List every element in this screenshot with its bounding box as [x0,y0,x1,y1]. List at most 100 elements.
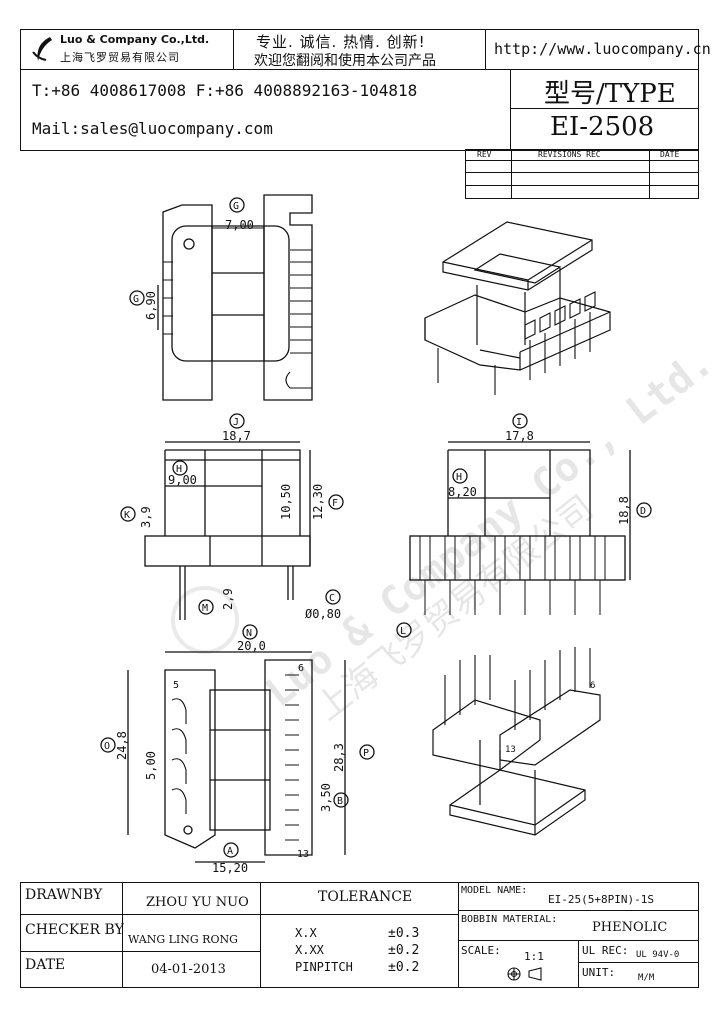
rev-row-line-1 [465,160,699,161]
header-divider-v2 [485,29,486,70]
front-view-right [409,449,626,615]
marker-h: H [176,464,182,475]
mail-address: Mail:sales@luocompany.com [32,119,273,138]
dim-g-side: 6,90 [144,291,158,320]
iso-view-bottom [432,647,601,836]
tol-row-1-key: X.X [295,926,317,940]
dim-n: 20,0 [237,639,266,653]
footer-divider-h2 [20,951,260,952]
company-logo-icon [32,37,52,61]
dim-b: 3,50 [319,783,333,812]
bobbin-value: PHENOLIC [592,920,668,935]
header-divider-h2 [510,108,699,109]
title-block-header [20,29,699,151]
header-divider-h1 [20,69,699,70]
footer-divider-v2 [260,882,261,988]
checker-label: CHECKER BY [25,922,124,938]
marker-n: N [246,628,252,639]
pin-label-13-iso: 13 [505,745,516,755]
tol-row-2-value: ±0.2 [388,943,420,958]
marker-i: I [516,417,522,428]
dim-e-a: 10,50 [279,484,293,520]
rev-row-line-2 [465,172,699,173]
revisions-table [465,149,699,199]
dim-p: 28,3 [332,743,346,772]
rev-col-line-2 [649,149,650,199]
marker-k: K [124,510,130,521]
footer-divider-v1 [122,882,123,988]
company-name-cn: 上海飞罗贸易有限公司 [60,51,180,64]
ul-value: UL 94V-0 [636,950,680,960]
marker-p: P [363,748,369,759]
top-view [162,194,313,401]
tol-row-3-value: ±0.2 [388,960,420,975]
dim-g-top: 7,00 [225,218,254,232]
pin-label-6-iso: 6 [590,681,595,691]
tol-row-1-value: ±0.3 [388,926,420,941]
dim-a: 15,20 [212,861,248,875]
technical-drawing: Luo & Company Co., Ltd. 上海飞罗贸易有限公司 G 7,0… [100,194,720,875]
pin-label-6: 6 [298,663,304,674]
scale-value: 1:1 [524,950,544,963]
iso-view-top [424,221,611,395]
dim-f: 12,30 [311,484,325,520]
unit-label: UNIT: [582,966,616,979]
dim-m: 2,9 [221,588,235,610]
dim-d: 18,8 [617,496,631,525]
rev-row-line-3 [465,185,699,186]
dim-c: Ø0,80 [305,607,341,621]
marker-d: D [640,506,646,517]
pin-label-13: 13 [297,849,309,860]
watermark: Luo & Company Co., Ltd. 上海飞罗贸易有限公司 [171,339,720,729]
marker-j: J [233,417,239,428]
marker-o: O [104,741,110,752]
website-link[interactable]: http://www.luocompany.cn [494,40,711,58]
type-value: EI-2508 [550,112,655,142]
bobbin-label: BOBBIN MATERIAL: [461,914,558,925]
pin-label-5: 5 [173,680,179,691]
marker-c: C [329,593,335,604]
watermark-text-en: Luo & Company Co., Ltd. [257,339,720,716]
drawnby-label: DRAWNBY [25,887,103,903]
scale-label: SCALE: [461,944,501,957]
dim-j: 18,7 [222,429,251,443]
footer-divider-h4 [458,910,699,911]
footer-divider-h1 [20,914,260,915]
marker-h2: H [456,472,462,483]
dim-h: 9,00 [168,473,197,487]
rev-header-rec: REVISIONS REC [538,150,601,159]
rev-col-line-1 [511,149,512,199]
tol-row-2-key: X.XX [295,943,324,957]
drawnby-value: ZHOU YU NUO [146,895,249,910]
phone-fax: T:+86 4008617008 F:+86 4008892163-104818 [32,81,418,100]
slogan: 专业. 诚信. 热情. 创新! [256,33,426,51]
marker-a: A [227,846,233,857]
title-block-footer [20,882,699,988]
welcome-text: 欢迎您翻阅和使用本公司产品 [254,53,436,69]
dim-pitch: 5,00 [144,751,158,780]
footer-divider-h6 [578,962,699,963]
dim-h2: 8,20 [448,485,477,499]
ul-label: UL REC: [582,944,629,957]
checker-value: WANG LING RONG [128,933,238,946]
tol-row-3-key: PINPITCH [295,960,353,974]
type-label: 型号/TYPE [544,79,676,109]
rev-header-rev: REV [477,150,492,159]
marker-m: M [202,603,208,614]
header-divider-v3 [510,69,511,151]
bottom-view [164,659,313,856]
footer-divider-h3 [260,914,458,915]
marker-b: B [337,796,343,807]
marker-f: F [332,498,338,509]
model-label: MODEL NAME: [461,885,528,896]
model-value: EI-25(5+8PIN)-1S [548,893,654,906]
marker-l: L [400,626,406,637]
dim-i: 17,8 [505,429,534,443]
footer-divider-h5 [458,940,699,941]
footer-divider-v4 [578,940,579,988]
unit-value: M/M [638,973,655,983]
dim-o: 24,8 [115,731,129,760]
tolerance-title: TOLERANCE [318,889,413,905]
marker-g-side: G [133,294,139,305]
dim-k: 3,9 [139,506,153,528]
